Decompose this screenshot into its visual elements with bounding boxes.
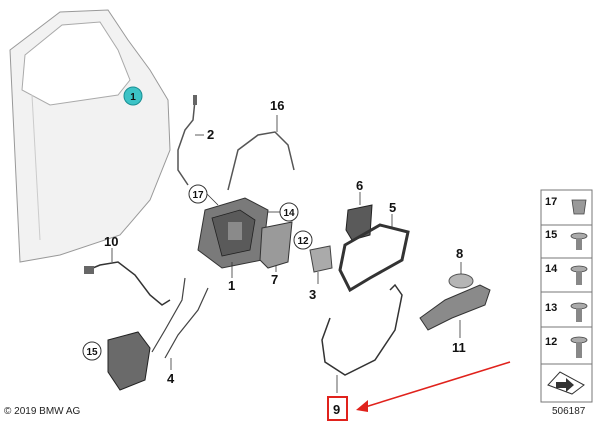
part-cap — [448, 262, 474, 289]
label-1: 1 — [228, 278, 235, 293]
sidebar-num-15: 15 — [545, 229, 557, 241]
callout-14-label: 14 — [283, 208, 295, 219]
label-2: 2 — [207, 127, 214, 142]
arrow-icon — [547, 371, 585, 395]
small-parts-sidebar: 17 15 14 13 12 — [540, 189, 593, 403]
label-11: 11 — [452, 340, 466, 355]
callout-14: 14 — [268, 202, 299, 222]
callout-17-label: 17 — [192, 190, 204, 201]
label-10: 10 — [104, 234, 118, 249]
part-harness — [84, 248, 171, 306]
sidebar-num-17: 17 — [545, 196, 557, 208]
door-marker: 1 — [123, 86, 143, 106]
label-5: 5 — [389, 200, 396, 215]
part-bowden-cable — [321, 283, 403, 393]
part-lock — [197, 197, 269, 278]
door-marker-label: 1 — [130, 92, 136, 103]
part-rod — [151, 277, 209, 370]
highlight-box — [327, 396, 348, 421]
callout-12: 12 — [293, 230, 313, 250]
callout-15-label: 15 — [86, 347, 98, 358]
door-panel — [9, 9, 171, 263]
sidebar-num-14: 14 — [545, 263, 558, 275]
part-bracket — [309, 245, 333, 284]
document-number: 506187 — [552, 406, 586, 417]
callout-15: 15 — [82, 341, 102, 361]
part-wire — [227, 115, 295, 191]
part-seal — [259, 221, 293, 272]
label-3: 3 — [309, 287, 316, 302]
label-8: 8 — [456, 246, 463, 261]
part-latch — [107, 331, 151, 391]
callout-17: 17 — [188, 184, 219, 206]
callout-12-label: 12 — [297, 236, 309, 247]
sidebar-num-13: 13 — [545, 302, 557, 314]
part-handle — [419, 284, 491, 338]
label-4: 4 — [167, 371, 175, 386]
label-9: 9 — [333, 402, 340, 417]
part-handle-carrier — [338, 214, 410, 293]
label-6: 6 — [356, 178, 363, 193]
sidebar-num-12: 12 — [545, 336, 557, 348]
label-7: 7 — [271, 272, 278, 287]
highlight-arrow — [356, 361, 511, 412]
copyright-text: © 2019 BMW AG — [4, 406, 81, 417]
part-cable — [177, 95, 204, 186]
label-16: 16 — [270, 98, 284, 113]
